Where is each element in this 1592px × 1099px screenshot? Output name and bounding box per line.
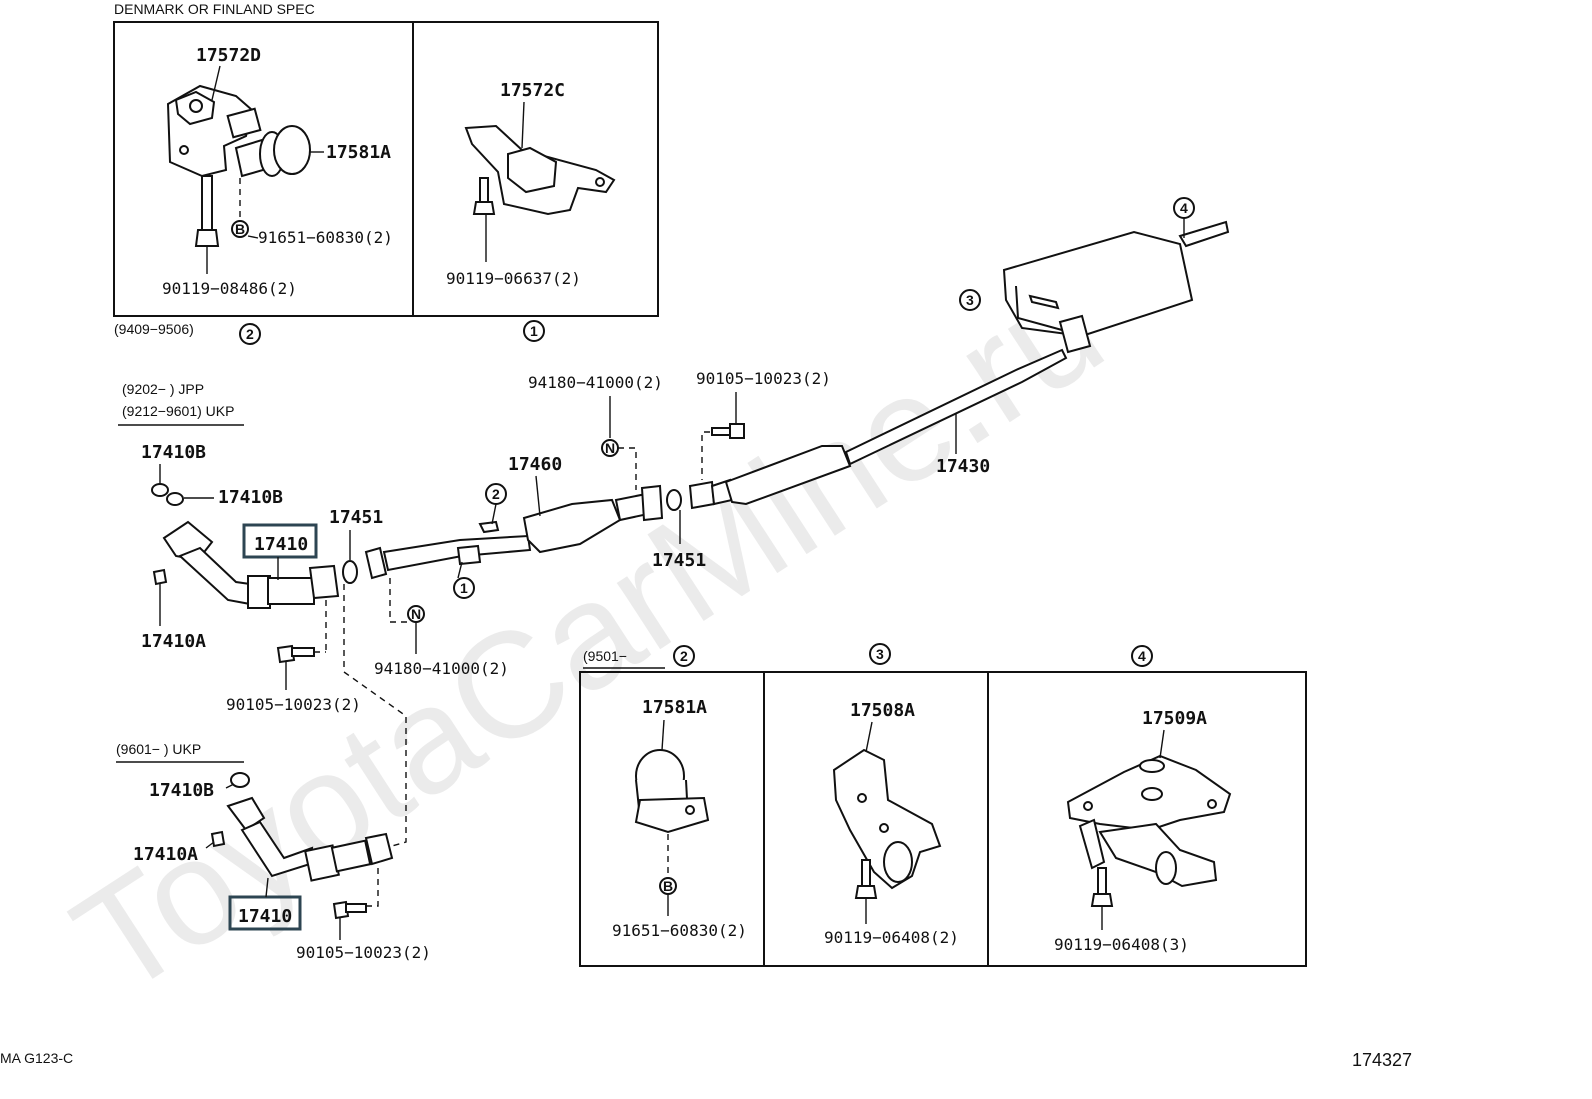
- label-17410B-1: 17410B: [141, 442, 206, 463]
- circle-n-top-label: N: [605, 440, 615, 456]
- circle-4-box: [1131, 645, 1153, 667]
- frame-hangers-9501: [579, 671, 1307, 967]
- gasket-17451-2: [666, 489, 682, 511]
- label-90105-b: 90105−10023(2): [296, 943, 431, 962]
- circle-1-top-label: 1: [530, 323, 538, 339]
- label-94180-bottom: 94180−41000(2): [374, 659, 509, 678]
- label-17430: 17430: [936, 456, 990, 477]
- bolt-90119-06408-2-drawing: [854, 859, 878, 899]
- circle-n-bottom-label: N: [411, 606, 421, 622]
- header-9601: (9601− ) UKP: [116, 741, 201, 757]
- circle-1-pipe-label: 1: [460, 580, 468, 596]
- label-17509A: 17509A: [1142, 708, 1207, 729]
- circle-4-box-label: 4: [1138, 648, 1146, 664]
- label-17508A: 17508A: [850, 700, 915, 721]
- bolt-90119-08486-drawing: [194, 175, 220, 247]
- label-17410-upper: 17410: [254, 534, 308, 555]
- circle-b-top: [231, 220, 249, 238]
- label-17581A-box: 17581A: [642, 697, 707, 718]
- header-9501: (9501−: [583, 648, 627, 664]
- circle-b-box-label: B: [663, 878, 673, 894]
- label-17581A-top: 17581A: [326, 142, 391, 163]
- front-pipe-17410-upper-drawing: [162, 520, 340, 609]
- gasket-17410B-2: [166, 492, 184, 506]
- circle-2-top-label: 2: [246, 326, 254, 342]
- nut-17410A-1: [152, 568, 168, 586]
- gasket-17410B-1: [151, 483, 169, 497]
- circle-3-box-label: 3: [876, 646, 884, 662]
- label-90119-08486: 90119−08486(2): [162, 279, 297, 298]
- circle-4-tail-label: 4: [1180, 200, 1188, 216]
- footer-code-right: 174327: [1352, 1050, 1412, 1070]
- bracket-17572D-drawing: [166, 84, 262, 178]
- circle-2-box-label: 2: [680, 648, 688, 664]
- circle-2-box: [673, 645, 695, 667]
- rubber-hanger-17581A-drawing: [234, 125, 311, 178]
- label-91651-box: 91651−60830(2): [612, 921, 747, 940]
- label-17410A-1: 17410A: [141, 631, 206, 652]
- label-17451-1: 17451: [329, 507, 383, 528]
- bolt-90105-top-drawing: [711, 423, 745, 439]
- frame-denmark-spec: [113, 21, 659, 317]
- label-90105-top: 90105−10023(2): [696, 369, 831, 388]
- footer-code-left: MA G123-C: [0, 1050, 73, 1066]
- label-17410B-3: 17410B: [149, 780, 214, 801]
- bracket-17572C-drawing: [464, 124, 616, 216]
- label-90105-a: 90105−10023(2): [226, 695, 361, 714]
- label-17572D: 17572D: [196, 45, 261, 66]
- bolt-90105-a-drawing: [276, 644, 315, 664]
- label-91651-top: 91651−60830(2): [258, 228, 393, 247]
- gasket-17410B-3: [230, 772, 250, 788]
- circle-3-tail-label: 3: [966, 292, 974, 308]
- bolt-90119-06408-3-drawing: [1090, 867, 1114, 907]
- bolt-90119-06637-drawing: [472, 177, 496, 215]
- circle-1-top: [523, 320, 545, 342]
- hanger-bracket-17508A-drawing: [832, 748, 942, 890]
- highlight-17410-upper: [242, 523, 318, 559]
- bolt-90105-b-drawing: [332, 900, 367, 920]
- connector-dashed: [343, 584, 407, 847]
- header-9202: (9202− ) JPP: [122, 381, 204, 397]
- circle-b-top-label: B: [235, 221, 245, 237]
- label-90119-06637: 90119−06637(2): [446, 269, 581, 288]
- label-17451-2: 17451: [652, 550, 706, 571]
- nut-17410A-2: [210, 830, 226, 848]
- tail-pipe-17430-drawing: [688, 348, 1068, 510]
- label-90119-06408-3: 90119−06408(3): [1054, 935, 1189, 954]
- watermark: ToyotaCarMine.ru: [46, 241, 1130, 1027]
- label-94180-top: 94180−41000(2): [528, 373, 663, 392]
- header-9212: (9212−9601) UKP: [122, 403, 234, 419]
- label-17572C: 17572C: [500, 80, 565, 101]
- highlight-17410-lower: [228, 895, 302, 931]
- label-17460: 17460: [508, 454, 562, 475]
- center-pipe-converter-17460-drawing: [364, 484, 664, 580]
- circle-1-pipe: [453, 577, 475, 599]
- rubber-hanger-17581A-box-drawing: [634, 749, 710, 834]
- circle-3-box: [869, 643, 891, 665]
- gasket-17451-1: [342, 560, 358, 584]
- front-pipe-17410-lower-drawing: [226, 796, 394, 882]
- circle-2-top: [239, 323, 261, 345]
- label-17410A-2: 17410A: [133, 844, 198, 865]
- hanger-bracket-17509A-drawing: [1066, 754, 1232, 888]
- circle-3-tail: [959, 289, 981, 311]
- header-9409: (9409−9506): [114, 321, 194, 337]
- main-muffler-drawing: [1002, 220, 1230, 354]
- circle-2-pipe-label: 2: [492, 486, 500, 502]
- label-17410B-2: 17410B: [218, 487, 283, 508]
- header-denmark-spec: DENMARK OR FINLAND SPEC: [114, 1, 315, 17]
- label-90119-06408-2: 90119−06408(2): [824, 928, 959, 947]
- label-17410-lower: 17410: [238, 906, 292, 927]
